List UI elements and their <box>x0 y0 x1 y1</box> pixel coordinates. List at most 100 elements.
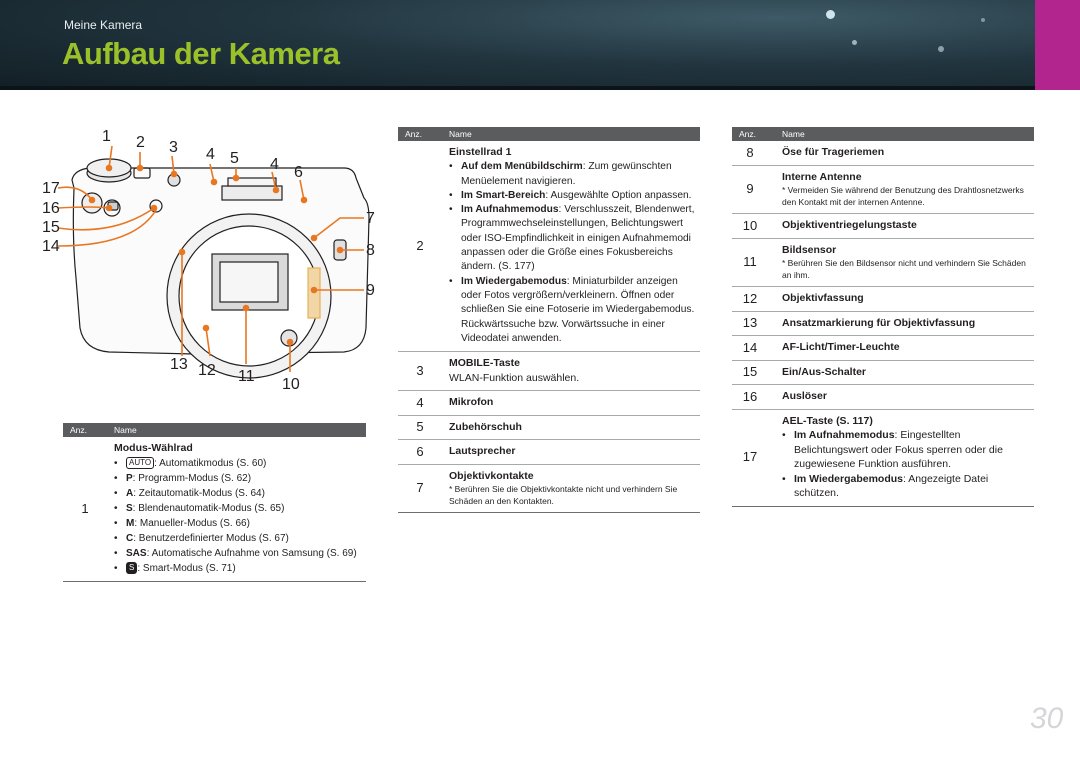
callout-number: 11 <box>238 368 255 385</box>
row-number: 17 <box>732 409 768 507</box>
row-description: Öse für Trageriemen <box>768 141 1034 166</box>
row-description: Ein/Aus-Schalter <box>768 360 1034 385</box>
sparkle-decoration <box>826 10 835 19</box>
page-number: 30 <box>1030 702 1064 735</box>
row-note: * Vermeiden Sie während der Benutzung de… <box>782 185 1024 207</box>
table-row: 2 Einstellrad 1 Auf dem Menübildschirm: … <box>398 141 700 353</box>
callout-number: 2 <box>136 134 145 151</box>
list-item: Im Wiedergabemodus: Miniaturbilder anzei… <box>449 275 700 346</box>
callout-number: 1 <box>102 128 111 145</box>
column-header-name: Name <box>107 423 366 437</box>
row-description: Objektiventriegelungstaste <box>768 213 1034 239</box>
aperture-priority-icon: A <box>126 488 134 499</box>
row-number: 13 <box>732 311 768 336</box>
callout-number: 12 <box>198 362 216 379</box>
list-item: Auf dem Menübildschirm: Zum gewünschten … <box>449 160 700 189</box>
row-description: Objektivkontakte * Berühren Sie die Obje… <box>442 464 700 514</box>
row-description: Ansatzmarkierung für Objektivfassung <box>768 311 1034 336</box>
row-description: Objektivfassung <box>768 286 1034 312</box>
table-row: 12 Objektivfassung <box>732 286 1034 312</box>
row-title: Mikrofon <box>449 396 494 409</box>
row-description: Interne Antenne * Vermeiden Sie während … <box>768 165 1034 214</box>
row-title: Ein/Aus-Schalter <box>782 365 867 378</box>
manual-mode-icon: M <box>126 518 135 529</box>
row-number: 4 <box>398 390 442 416</box>
row-description: AEL-Taste (S. 117) Im Aufnahmemodus: Ein… <box>768 409 1034 507</box>
row-title: AEL-Taste (S. 117) <box>782 414 873 427</box>
table-row: 6 Lautsprecher <box>398 439 700 465</box>
program-mode-icon: P <box>126 473 133 484</box>
row-number: 14 <box>732 335 768 361</box>
sparkle-decoration <box>938 46 944 52</box>
table-row: 8 Öse für Trageriemen <box>732 141 1034 166</box>
chapter-tab <box>1035 0 1080 90</box>
sparkle-decoration <box>981 18 985 22</box>
row-description: AF-Licht/Timer-Leuchte <box>768 335 1034 361</box>
page-title: Aufbau der Kamera <box>62 36 340 71</box>
list-item: Im Wiedergabemodus: Angezeigte Datei sch… <box>782 472 1034 501</box>
row-number: 5 <box>398 415 442 441</box>
row-number: 15 <box>732 360 768 385</box>
camera-diagram <box>57 145 370 379</box>
callout-number: 10 <box>282 376 300 393</box>
list-item: S: Smart-Modus (S. 71) <box>114 561 366 576</box>
row-description: Zubehörschuh <box>442 415 700 441</box>
row-note: * Berühren Sie die Objektivkontakte nich… <box>449 484 678 507</box>
callout-number: 4 <box>206 146 215 163</box>
column-header-num: Anz. <box>63 423 107 437</box>
auto-mode-icon: AUTO <box>126 457 155 469</box>
row-description: Einstellrad 1 Auf dem Menübildschirm: Zu… <box>442 141 700 353</box>
row-number: 7 <box>398 464 442 514</box>
row-title: Öse für Trageriemen <box>782 146 885 158</box>
row-title: Ansatzmarkierung für Objektivfassung <box>782 316 976 329</box>
callout-number: 13 <box>170 356 188 373</box>
table-row: 9 Interne Antenne * Vermeiden Sie währen… <box>732 165 1034 214</box>
callout-number: 9 <box>366 282 375 299</box>
mode-dial-table: Anz. Name 1 Modus-Wählrad AUTO: Automati… <box>63 423 366 582</box>
callout-number: 3 <box>169 139 178 156</box>
table-row: 11 Bildsensor * Berühren Sie den Bildsen… <box>732 238 1034 287</box>
table-header-row: Anz. Name <box>398 127 700 141</box>
row-number: 2 <box>398 141 442 353</box>
list-item: Im Smart-Bereich: Ausgewählte Option anp… <box>449 189 700 204</box>
column-header-num: Anz. <box>732 127 768 141</box>
list-item: S: Blendenautomatik-Modus (S. 65) <box>114 501 366 516</box>
chapter-header: Meine Kamera Aufbau der Kamera <box>0 0 1035 90</box>
table-row: 17 AEL-Taste (S. 117) Im Aufnahmemodus: … <box>732 409 1034 507</box>
table-row: 13 Ansatzmarkierung für Objektivfassung <box>732 311 1034 336</box>
list-item: P: Programm-Modus (S. 62) <box>114 471 366 486</box>
callout-number: 8 <box>366 242 375 259</box>
row-description: Auslöser <box>768 384 1034 410</box>
row-description: MOBILE-Taste WLAN-Funktion auswählen. <box>442 351 700 392</box>
row-title: Interne Antenne <box>782 170 862 183</box>
row-number: 12 <box>732 286 768 312</box>
table-header-row: Anz. Name <box>732 127 1034 141</box>
row-description: Modus-Wählrad AUTO: Automatikmodus (S. 6… <box>107 437 366 582</box>
row-number: 8 <box>732 141 768 166</box>
table-row: 7 Objektivkontakte * Berühren Sie die Ob… <box>398 464 700 514</box>
table-header-row: Anz. Name <box>63 423 366 437</box>
section-label: Meine Kamera <box>64 18 143 32</box>
callout-number: 14 <box>42 238 60 255</box>
row-title: Modus-Wählrad <box>114 442 193 454</box>
row-number: 11 <box>732 238 768 287</box>
parts-table-middle: Anz. Name 2 Einstellrad 1 Auf dem Menübi… <box>398 127 700 514</box>
shutter-priority-icon: S <box>126 503 133 514</box>
callout-number: 15 <box>42 219 60 236</box>
row-description: Mikrofon <box>442 390 700 416</box>
row-title: Objektiventriegelungstaste <box>782 219 917 231</box>
row-title: Einstellrad 1 <box>449 146 512 158</box>
callout-number: 16 <box>42 200 60 217</box>
column-header-name: Name <box>442 127 700 141</box>
row-text: WLAN-Funktion auswählen. <box>449 371 580 384</box>
table-row: 10 Objektiventriegelungstaste <box>732 213 1034 239</box>
table-row: 1 Modus-Wählrad AUTO: Automatikmodus (S.… <box>63 437 366 582</box>
table-row: 5 Zubehörschuh <box>398 415 700 441</box>
row-note: * Berühren Sie den Bildsensor nicht und … <box>782 258 1026 280</box>
list-item: Im Aufnahmemodus: Verschlusszeit, Blende… <box>449 203 700 274</box>
header-divider <box>0 86 1035 90</box>
column-header-num: Anz. <box>398 127 442 141</box>
row-title: Objektivkontakte <box>449 469 534 482</box>
parts-table-right: Anz. Name 8 Öse für Trageriemen 9 Intern… <box>732 127 1034 507</box>
row-number: 10 <box>732 213 768 239</box>
